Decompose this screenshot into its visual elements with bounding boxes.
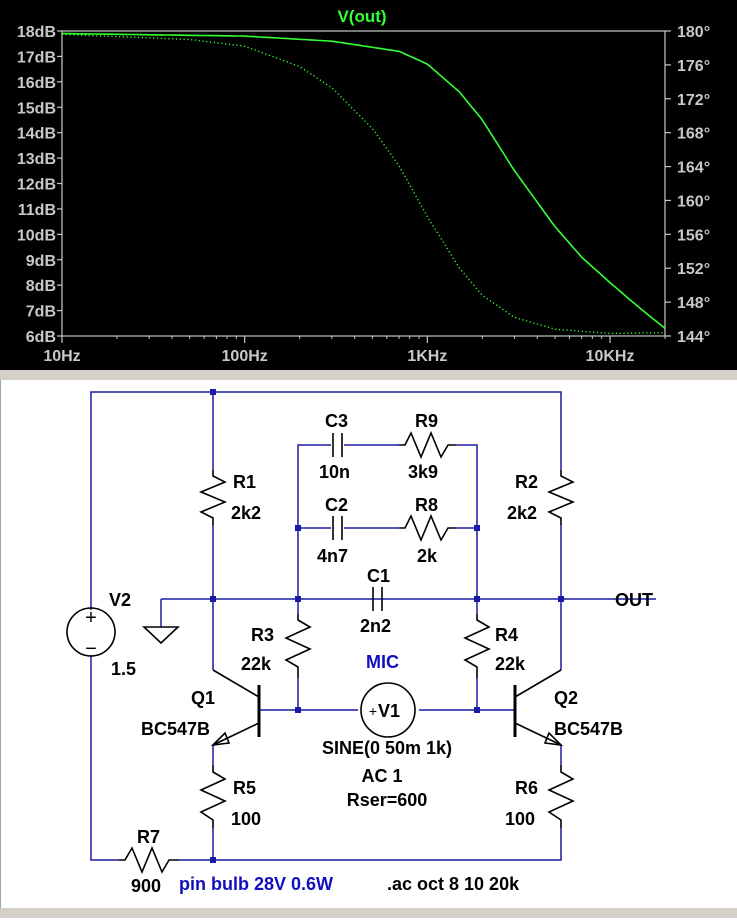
- plot-title[interactable]: V(out): [337, 7, 386, 26]
- y-left-tick-label: 11dB: [18, 202, 56, 219]
- v1-plus-sign: +: [369, 703, 377, 719]
- voltage-source-v1[interactable]: +: [360, 682, 416, 738]
- label-r7-ref: R7: [137, 827, 160, 847]
- y-left-tick-label: 7dB: [26, 304, 56, 321]
- y-right-tick-label: 180°: [677, 24, 710, 41]
- label-c2-ref: C2: [325, 495, 348, 515]
- label-v1-rser: Rser=600: [347, 790, 428, 810]
- bode-plot-svg: V(out) 18dB17dB16dB15dB14dB13dB12dB11dB1…: [17, 7, 710, 365]
- resistor-r3[interactable]: [284, 614, 312, 678]
- spice-directive: .ac oct 8 10 20k: [387, 874, 520, 894]
- net-label-out: OUT: [615, 590, 653, 610]
- resistor-r7[interactable]: [119, 845, 179, 875]
- comment-bulb: pin bulb 28V 0.6W: [179, 874, 333, 894]
- label-q1-ref: Q1: [191, 688, 215, 708]
- y-right-tick-label: 172°: [677, 92, 710, 109]
- label-r7-value: 900: [131, 876, 161, 896]
- label-r6-value: 100: [505, 809, 535, 829]
- ground-symbol[interactable]: [141, 626, 181, 645]
- y-left-tick-label: 15dB: [17, 100, 56, 117]
- transistor-q1[interactable]: [210, 669, 261, 747]
- y-right-tick-label: 176°: [677, 58, 710, 75]
- label-r5-ref: R5: [233, 778, 256, 798]
- comment-mic: MIC: [366, 652, 399, 672]
- x-tick-label: 10KHz: [586, 348, 635, 365]
- v2-minus-sign: −: [85, 638, 97, 660]
- plot-axes: 18dB 17dB 16dB 15dB 14dB 13dB 12dB 11dB 10dB 9dB 8…: [17, 24, 710, 365]
- y-left-tick-label: 13dB: [17, 151, 56, 168]
- label-r2-ref: R2: [515, 472, 538, 492]
- label-c2-value: 4n7: [317, 546, 348, 566]
- status-strip: [0, 908, 737, 918]
- magnitude-trace: [61, 32, 666, 330]
- label-c1-value: 2n2: [360, 616, 391, 636]
- label-v1-ref: V1: [378, 701, 400, 721]
- label-r8-ref: R8: [415, 495, 438, 515]
- label-r8-value: 2k: [417, 546, 438, 566]
- resistor-r9[interactable]: [399, 430, 456, 460]
- junctions: [210, 389, 564, 863]
- label-v1-value: SINE(0 50m 1k): [322, 738, 452, 758]
- resistor-r6[interactable]: [547, 765, 575, 828]
- y-left-tick-label: 8dB: [26, 278, 56, 295]
- label-v1-ac: AC 1: [361, 766, 402, 786]
- label-c3-value: 10n: [319, 462, 350, 482]
- plot-traces: [61, 32, 666, 335]
- label-r1-value: 2k2: [231, 503, 261, 523]
- pane-separator[interactable]: [0, 370, 737, 380]
- label-q2-ref: Q2: [554, 688, 578, 708]
- x-tick-label: 100Hz: [222, 348, 268, 365]
- y-left-tick-label: 14dB: [17, 126, 56, 143]
- label-r3-ref: R3: [251, 625, 274, 645]
- label-r9-value: 3k9: [408, 462, 438, 482]
- x-tick-label: 10Hz: [43, 348, 80, 365]
- label-r2-value: 2k2: [507, 503, 537, 523]
- schematic-svg: + − + R1 2k2 R2 2k2 R3 22k R4 22k R5: [66, 389, 656, 896]
- transistor-q2[interactable]: [513, 669, 564, 747]
- resistor-r2[interactable]: [546, 470, 576, 525]
- y-right-tick-label: 164°: [677, 160, 710, 177]
- y-right-tick-label: 148°: [677, 295, 710, 312]
- label-c3-ref: C3: [325, 411, 348, 431]
- y-left-tick-label: 9dB: [26, 253, 56, 270]
- y-right-tick-label: 156°: [677, 227, 710, 244]
- label-c1-ref: C1: [367, 566, 390, 586]
- label-r5-value: 100: [231, 809, 261, 829]
- label-r9-ref: R9: [415, 411, 438, 431]
- y-right-tick-label: 144°: [677, 329, 710, 346]
- label-q2-value: BC547B: [554, 719, 623, 739]
- resistor-r8[interactable]: [399, 513, 456, 543]
- phase-trace: [61, 33, 665, 335]
- y-left-tick-label: 17dB: [17, 49, 56, 66]
- capacitor-c3[interactable]: [332, 433, 343, 457]
- y-left-tick-label: 10dB: [17, 227, 56, 244]
- voltage-source-v2[interactable]: + −: [66, 607, 116, 660]
- wires: [90, 391, 656, 861]
- schematic-pane[interactable]: + − + R1 2k2 R2 2k2 R3 22k R4 22k R5: [0, 380, 737, 918]
- x-tick-label: 1KHz: [407, 348, 447, 365]
- resistor-r4[interactable]: [463, 614, 491, 678]
- y-right-tick-label: 152°: [677, 261, 710, 278]
- label-r1-ref: R1: [233, 472, 256, 492]
- v2-plus-sign: +: [85, 607, 97, 629]
- label-v2-ref: V2: [109, 590, 131, 610]
- y-left-tick-label: 6dB: [26, 329, 56, 346]
- y-right-tick-label: 160°: [677, 193, 710, 210]
- label-r3-value: 22k: [241, 654, 272, 674]
- y-left-tick-label: 18dB: [17, 24, 56, 41]
- capacitor-c2[interactable]: [332, 516, 343, 540]
- resistor-r5[interactable]: [199, 765, 227, 828]
- label-q1-value: BC547B: [141, 719, 210, 739]
- label-r4-ref: R4: [495, 625, 518, 645]
- plot-frame: [61, 30, 666, 337]
- y-left-tick-label: 12dB: [17, 177, 56, 194]
- capacitor-c1[interactable]: [372, 587, 383, 611]
- label-r4-value: 22k: [495, 654, 526, 674]
- resistor-r1[interactable]: [198, 470, 228, 525]
- label-r6-ref: R6: [515, 778, 538, 798]
- y-left-tick-label: 16dB: [17, 75, 56, 92]
- y-right-tick-label: 168°: [677, 126, 710, 143]
- label-v2-value: 1.5: [111, 659, 136, 679]
